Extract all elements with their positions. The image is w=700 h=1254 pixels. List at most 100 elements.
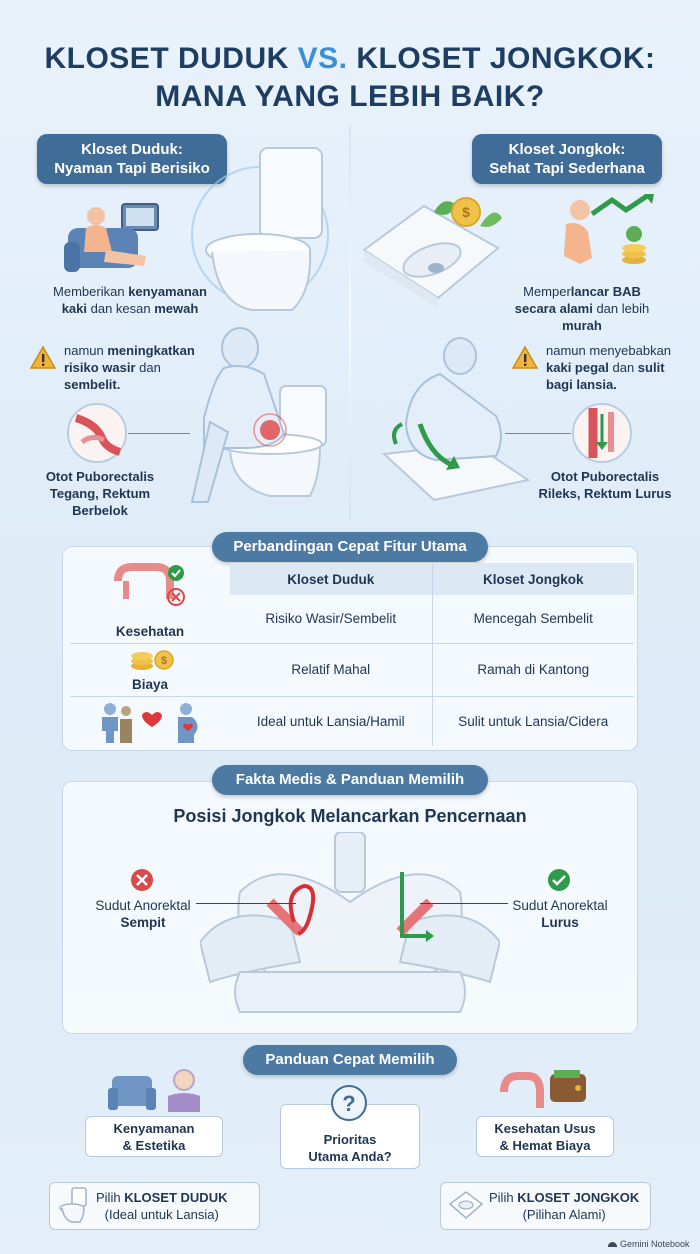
guide-header: Panduan Cepat Memilih [243, 1045, 457, 1075]
left-benefit-bold1: kenyamanan [128, 284, 207, 299]
table-row: Ideal untuk Lansia/Hamil Sulit untuk Lan… [70, 696, 634, 746]
choice-right-sub: (Pilihan Alami) [522, 1207, 606, 1222]
title-part1: KLOSET DUDUK [44, 42, 298, 75]
armchair-elderly-icon [108, 1069, 200, 1112]
health-savings-box: Kesehatan Usus& Hemat Biaya [476, 1116, 614, 1157]
right-warning-text: namun menyebabkan kaki pegal dan sulit b… [546, 342, 696, 393]
right-pill-line2: Sehat Tapi Sederhana [489, 160, 645, 177]
brand-logo-icon [608, 1241, 617, 1247]
left-benefit-bold2: mewah [154, 301, 199, 316]
right-warn-bold2: sulit [637, 360, 665, 375]
intestine-wallet-icon [500, 1070, 586, 1108]
row-label-kesehatan: Kesehatan [115, 623, 185, 639]
sitting-person-illustration [190, 327, 327, 503]
left-anorectal-caption: Sudut Anorektal Sempit [88, 897, 198, 931]
choice-left-pre: Pilih [96, 1190, 125, 1205]
title-vs: VS. [297, 42, 348, 75]
comparison-table: Kloset Duduk Kloset Jongkok Kesehatan Ri… [70, 563, 634, 746]
page-title: KLOSET DUDUK VS. KLOSET JONGKOK: MANA YA… [0, 40, 700, 116]
squatting-person-illustration [381, 337, 530, 502]
left-caption-leader [196, 903, 296, 904]
cell-jongkok-biaya: Ramah di Kantong [477, 662, 590, 677]
cross-icon [131, 869, 153, 891]
right-warn-bold1: kaki pegal [546, 360, 609, 375]
left-benefit-mid2: dan kesan [87, 301, 155, 316]
left-warn-bold1: meningkatkan [107, 343, 195, 358]
guide-right-l1: Kesehatan Usus [494, 1120, 596, 1136]
left-warn-mid: dan [135, 360, 161, 375]
left-pill-line1: Kloset Duduk: [81, 141, 183, 158]
left-benefit-text: Memberikan kenyamanan kaki dan kesan mew… [30, 283, 230, 317]
right-anorectal-l1: Sudut Anorektal [512, 898, 608, 913]
right-anatomy-leader-line [505, 433, 571, 434]
comparison-header: Perbandingan Cepat Fitur Utama [212, 532, 488, 562]
left-anatomy-leader-line [128, 433, 190, 434]
guide-left-l1: Kenyamanan [113, 1120, 195, 1136]
left-benefit-pre: Memberikan [53, 284, 129, 299]
cell-duduk-biaya: Relatif Mahal [230, 643, 433, 696]
right-anorectal-l2: Lurus [541, 915, 579, 930]
left-warning-text: namun meningkatkan risiko wasir dan semb… [64, 342, 244, 393]
guide-left-l2: & Estetika [122, 1137, 186, 1153]
row-label-biaya: Biaya [131, 676, 169, 692]
right-caption-leader [420, 903, 508, 904]
left-muscle-caption: Otot Puborectalis Tegang, Rektum Berbelo… [30, 468, 170, 519]
center-divider [349, 125, 351, 520]
left-muscle-l2: Tegang, Rektum [49, 486, 151, 501]
right-warn-pre: namun menyebabkan [546, 343, 672, 358]
pelvis-illustration [200, 832, 500, 1013]
svg-text:$: $ [462, 204, 470, 220]
brand-text: Gemini Notebook [620, 1239, 690, 1249]
elderly-pregnant-icon [102, 702, 198, 743]
straight-rectum-icon [572, 403, 632, 463]
row-label-cell: Kesehatan [70, 563, 230, 643]
cell-jongkok-lansia: Sulit untuk Lansia/Cidera [458, 713, 609, 729]
svg-text:$: $ [161, 655, 167, 667]
table-row: $ Biaya Relatif Mahal Ramah di Kantong [70, 643, 634, 696]
coin-stack-icon: $ [131, 649, 174, 670]
guide-center-l2: Utama Anda? [308, 1148, 392, 1164]
sitting-toilet-icon [191, 147, 329, 311]
armchair-person-icon [64, 203, 159, 272]
right-benefit-bold1: lancar BAB [570, 284, 641, 299]
table-row: Kesehatan Risiko Wasir/Sembelit Mencegah… [70, 563, 634, 643]
toilet-icon [59, 1187, 87, 1223]
row-label-cell [70, 696, 230, 746]
cell-duduk-kesehatan: Risiko Wasir/Sembelit [230, 595, 433, 643]
left-pill-line2: Nyaman Tapi Berisiko [54, 160, 210, 177]
title-part2: KLOSET JONGKOK: [347, 42, 656, 75]
right-benefit-text: Memperlancar BAB secara alami dan lebih … [492, 283, 672, 334]
squatting-person-icon [564, 194, 654, 264]
right-benefit-bold2: secara alami [514, 301, 593, 316]
choice-right-pre: Pilih [489, 1190, 518, 1205]
left-warn-bold3: sembelit. [64, 377, 121, 392]
right-benefit-pre: Memper [523, 284, 571, 299]
svg-text:?: ? [342, 1091, 355, 1116]
choice-left-sub: (Ideal untuk Lansia) [104, 1207, 219, 1222]
title-line2: MANA YANG LEBIH BAIK? [155, 80, 545, 113]
right-benefit-bold3: murah [562, 318, 602, 333]
left-benefit-mid: kaki [61, 301, 87, 316]
left-anorectal-l2: Sempit [120, 915, 166, 930]
left-warn-pre: namun [64, 343, 108, 358]
medical-header: Fakta Medis & Panduan Memilih [212, 765, 488, 795]
right-warn-mid: dan [608, 360, 638, 375]
left-muscle-l1: Otot Puborectalis [45, 469, 155, 484]
footer-brand: Gemini Notebook [608, 1239, 690, 1249]
cell-jongkok-kesehatan: Mencegah Sembelit [473, 611, 593, 627]
right-pill-line1: Kloset Jongkok: [508, 141, 626, 158]
check-icon [548, 869, 570, 891]
cell-duduk-lansia: Ideal untuk Lansia/Hamil [230, 696, 433, 746]
choice-right-bold: KLOSET JONGKOK [517, 1190, 640, 1205]
bent-rectum-icon [67, 403, 127, 463]
left-warn-bold2: risiko wasir [64, 360, 136, 375]
squat-toilet-icon [362, 204, 500, 308]
choice-left-bold: KLOSET DUDUK [124, 1190, 228, 1205]
warning-icon [30, 346, 56, 369]
coin-leaf-icon: $ [434, 197, 502, 227]
left-heading-pill: Kloset Duduk: Nyaman Tapi Berisiko [37, 134, 227, 184]
col-header-jongkok: Kloset Jongkok [432, 563, 634, 595]
question-icon: ? [331, 1085, 367, 1121]
medical-title: Posisi Jongkok Melancarkan Pencernaan [173, 806, 527, 826]
right-warn-bold3: bagi lansia. [546, 377, 617, 392]
